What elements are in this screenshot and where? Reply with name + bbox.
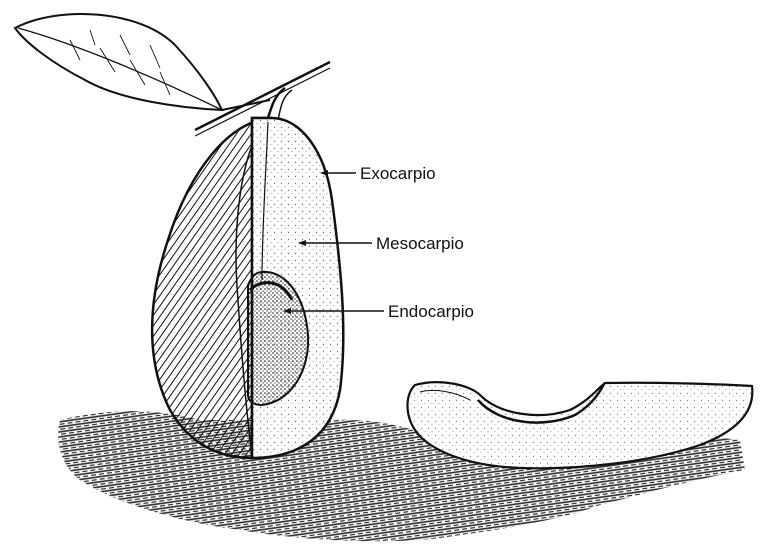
label-mesocarpio: Mesocarpio bbox=[376, 234, 464, 253]
avocado-cut-face bbox=[248, 118, 343, 458]
label-endocarpio: Endocarpio bbox=[388, 302, 474, 321]
leaf-and-branch bbox=[15, 14, 330, 136]
label-exocarpio: Exocarpio bbox=[360, 164, 436, 183]
